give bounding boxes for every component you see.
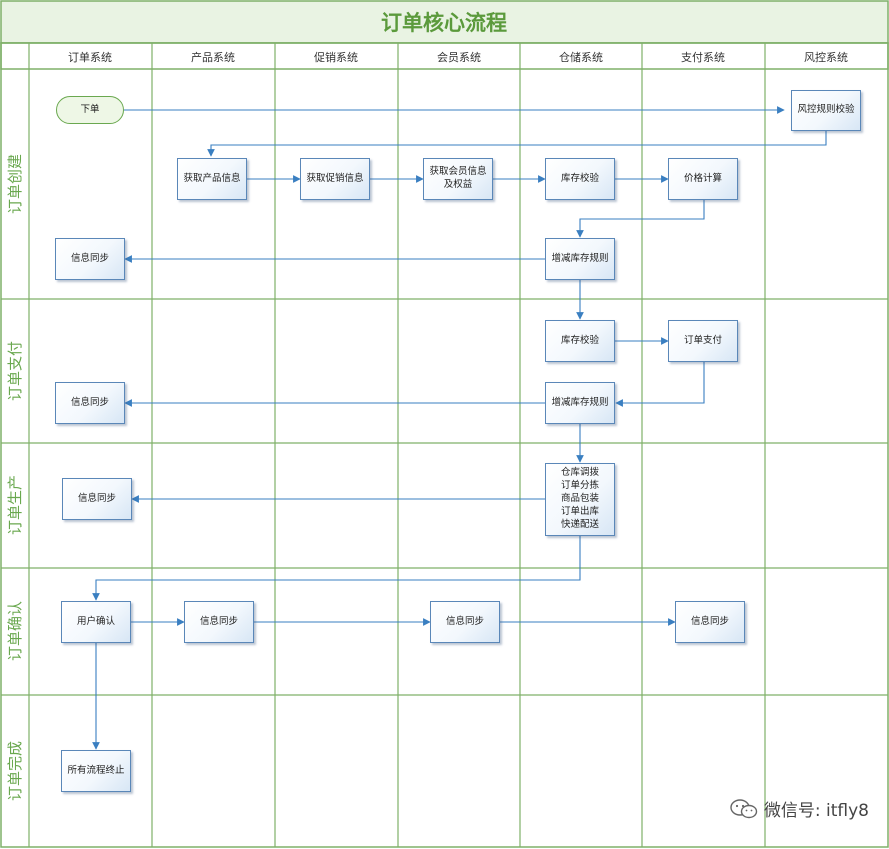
arrow-risk-to-product <box>207 131 827 157</box>
node-stock-check-1: 库存校验 <box>545 158 615 200</box>
arrow-pay-to-rule2 <box>615 362 705 407</box>
column-header-promotion: 促销系统 <box>314 50 358 64</box>
column-header-order: 订单系统 <box>68 51 112 64</box>
arrow-warehouse-to-confirm <box>92 536 581 601</box>
node-stock-rule-1: 增减库存规则 <box>545 238 615 280</box>
column-header-product: 产品系统 <box>191 50 235 64</box>
node-get-product-info: 获取产品信息 <box>177 158 247 200</box>
phase-label-produce: 订单生产 <box>6 475 24 535</box>
node-stock-rule-2: 增减库存规则 <box>545 382 615 424</box>
node-sync-order-3: 信息同步 <box>62 478 132 520</box>
node-price-calc: 价格计算 <box>668 158 738 200</box>
column-header-payment: 支付系统 <box>681 51 725 64</box>
node-get-promo-info: 获取促销信息 <box>300 158 370 200</box>
node-risk-rule-check: 风控规则校验 <box>791 90 861 131</box>
node-order-pay: 订单支付 <box>668 320 738 362</box>
node-sync-order-2: 信息同步 <box>55 382 125 424</box>
column-header-member: 会员系统 <box>437 51 481 64</box>
title-band <box>0 0 889 44</box>
phase-label-complete: 订单完成 <box>6 741 24 801</box>
column-header-band <box>0 42 889 70</box>
wechat-icon <box>730 798 758 818</box>
phase-dividers <box>1 298 888 696</box>
watermark: 微信号: itfly8 <box>730 796 869 821</box>
column-header-risk: 风控系统 <box>804 50 848 64</box>
node-warehouse-ops: 仓库调拨 订单分拣 商品包装 订单出库 快递配送 <box>545 463 615 536</box>
node-user-confirm: 用户确认 <box>61 601 131 643</box>
column-header-warehouse: 仓储系统 <box>559 50 603 64</box>
watermark-text: 微信号: itfly8 <box>763 801 869 821</box>
phase-label-create: 订单创建 <box>6 154 24 214</box>
phase-label-confirm: 订单确认 <box>6 601 24 661</box>
diagram-title: 订单核心流程 <box>381 11 507 35</box>
node-sync-payment: 信息同步 <box>675 601 745 643</box>
outer-frame <box>0 42 889 848</box>
node-stock-check-2: 库存校验 <box>545 320 615 362</box>
node-place-order: 下单 <box>56 96 124 124</box>
node-all-end: 所有流程终止 <box>61 750 131 792</box>
node-get-member-info: 获取会员信息 及权益 <box>423 158 493 200</box>
node-sync-product: 信息同步 <box>184 601 254 643</box>
column-dividers <box>28 43 766 847</box>
phase-label-pay: 订单支付 <box>6 341 24 401</box>
arrow-price-to-rule <box>576 200 705 238</box>
node-sync-order-1: 信息同步 <box>55 238 125 280</box>
node-sync-member: 信息同步 <box>430 601 500 643</box>
